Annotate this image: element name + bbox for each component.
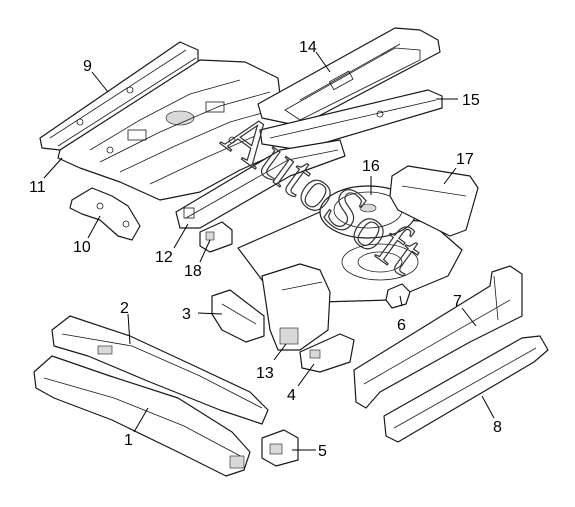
part-17-shape[interactable] — [389, 165, 479, 237]
label-6: 6 — [397, 317, 406, 334]
label-18: 18 — [184, 263, 202, 280]
label-13: 13 — [256, 365, 274, 382]
label-1: 1 — [124, 432, 133, 449]
label-2: 2 — [120, 300, 129, 317]
part-10-shape[interactable] — [69, 187, 141, 241]
label-4: 4 — [287, 387, 296, 404]
label-12: 12 — [155, 249, 173, 266]
part-8-shape[interactable] — [383, 335, 549, 443]
label-11: 11 — [29, 179, 46, 196]
label-7: 7 — [453, 293, 462, 310]
label-9: 9 — [83, 58, 92, 75]
part-1-shape[interactable] — [33, 355, 251, 477]
part-9-shape[interactable] — [39, 41, 199, 151]
part-2-shape[interactable] — [51, 315, 269, 425]
label-17: 17 — [456, 151, 474, 168]
part-13-shape[interactable] — [261, 263, 331, 351]
part-15-shape[interactable] — [259, 89, 443, 151]
part-14-shape[interactable] — [257, 27, 441, 127]
label-5: 5 — [318, 443, 327, 460]
callout-labels: 9 11 10 12 18 14 15 16 17 3 6 7 13 4 2 1… — [29, 39, 502, 460]
label-10: 10 — [73, 239, 91, 256]
label-16: 16 — [362, 158, 380, 175]
part-6-shape[interactable] — [385, 283, 411, 309]
part-5-shape[interactable] — [261, 429, 299, 467]
leader-lines — [43, 51, 495, 451]
part-3-shape[interactable] — [211, 289, 265, 343]
part-12-shape[interactable] — [175, 139, 346, 229]
part-7-shape[interactable] — [353, 265, 523, 409]
label-15: 15 — [462, 92, 480, 109]
part-4-shape[interactable] — [299, 333, 355, 373]
part-18-shape[interactable] — [199, 221, 233, 253]
label-8: 8 — [493, 419, 502, 436]
label-3: 3 — [182, 306, 191, 323]
label-14: 14 — [299, 39, 317, 56]
